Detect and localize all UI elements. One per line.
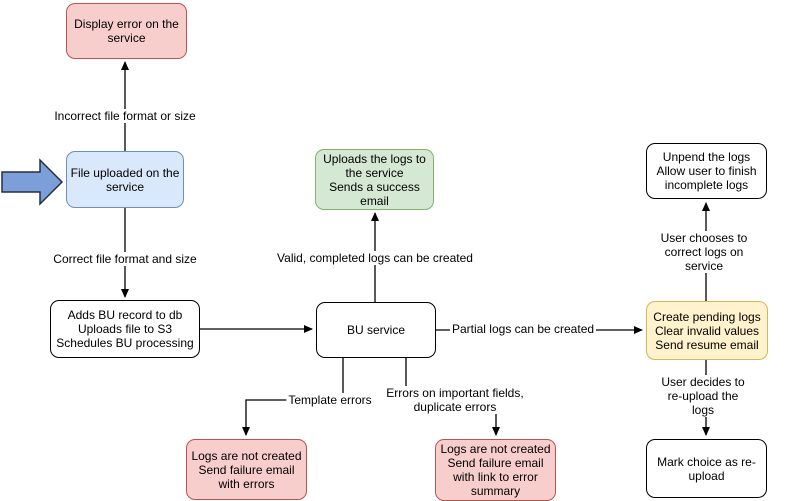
node-create-pending-logs: Create pending logs Clear invalid values… <box>646 301 768 360</box>
edge-label-template-errors: Template errors <box>286 393 374 407</box>
edge-label-important-fields: Errors on important fields, duplicate er… <box>384 386 526 414</box>
node-uploads-logs-success: Uploads the logs to the service Sends a … <box>315 149 434 210</box>
edge-label-partial-logs: Partial logs can be created <box>449 322 597 336</box>
node-unpend-logs: Unpend the logs Allow user to finish inc… <box>646 143 767 199</box>
node-fail-field-errors: Logs are not created Send failure email … <box>435 439 556 501</box>
edge-label-valid-logs: Valid, completed logs can be created <box>275 251 475 265</box>
input-arrow-icon <box>1 158 64 206</box>
node-adds-bu-record: Adds BU record to db Uploads file to S3 … <box>50 300 200 358</box>
node-bu-service: BU service <box>316 302 436 358</box>
edge-label-user-decides-reupload: User decides to re-upload the logs <box>654 375 752 417</box>
node-fail-template-errors: Logs are not created Send failure email … <box>186 439 307 500</box>
node-file-uploaded: File uploaded on the service <box>66 151 184 208</box>
edge-label-incorrect-format: Incorrect file format or size <box>52 109 198 123</box>
node-display-error: Display error on the service <box>66 3 187 59</box>
edge-label-user-chooses-correct: User chooses to correct logs on service <box>655 231 753 273</box>
node-mark-choice-reupload: Mark choice as re- upload <box>646 439 767 498</box>
edge-label-correct-format: Correct file format and size <box>51 252 199 266</box>
